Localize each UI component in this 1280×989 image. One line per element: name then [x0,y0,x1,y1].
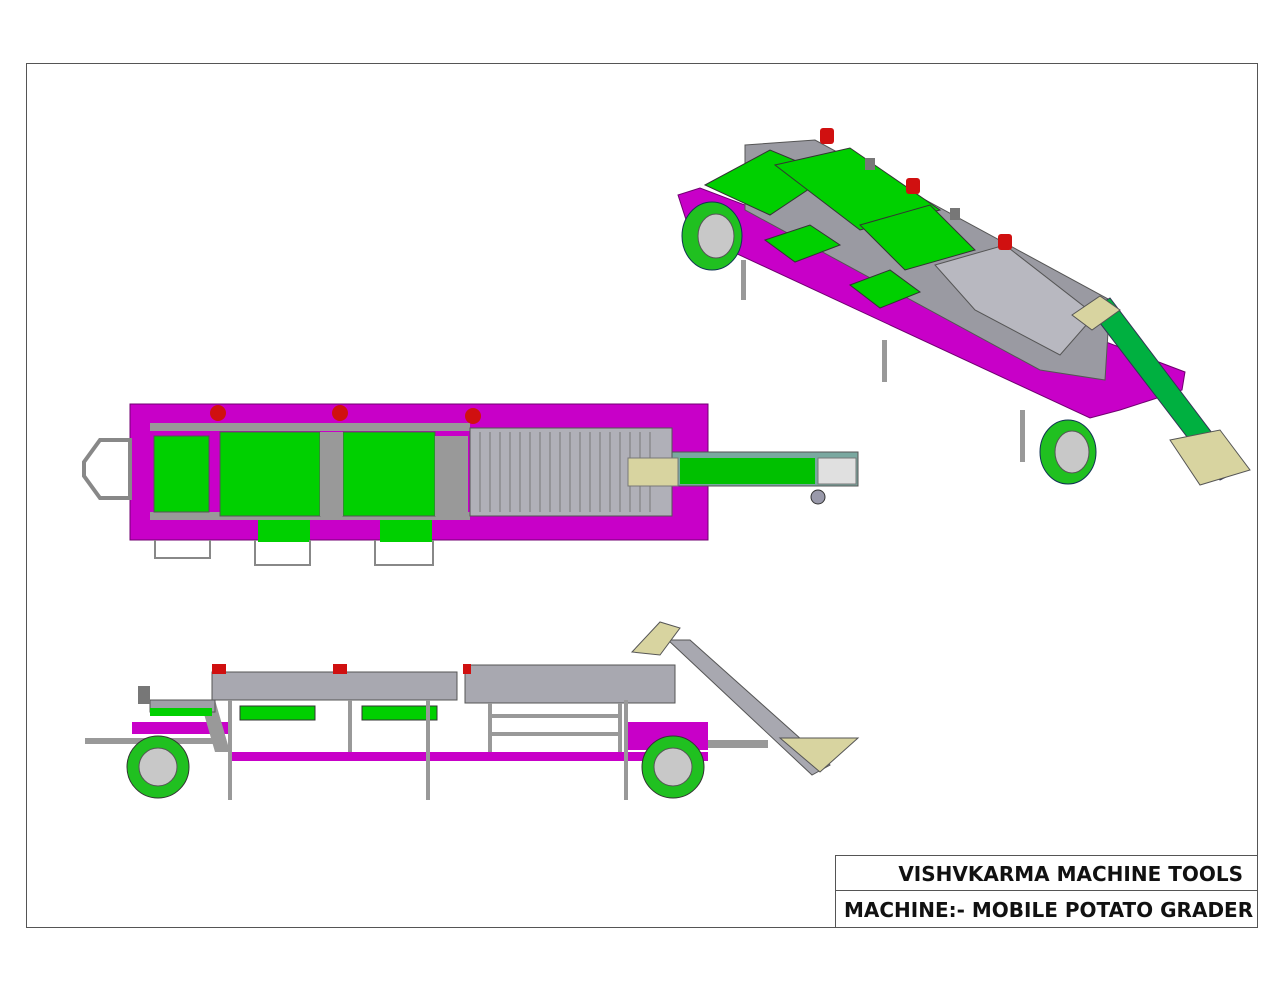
iso-belt-3 [859,204,976,271]
iso-belt-lower-2 [848,269,922,309]
side-chassis-lower [228,752,708,761]
iso-hopper-top [1071,295,1121,331]
top-view [82,403,859,566]
iso-belt-lower-1 [763,224,842,263]
top-belt-2 [219,431,321,517]
top-hopper [627,457,679,487]
title-block-company: VISHVKARMA MACHINE TOOLS [835,855,1258,891]
isometric-view [677,128,1251,486]
side-view [85,621,860,800]
top-towbar [82,438,132,500]
top-belt-3 [342,431,436,517]
top-motors [210,405,481,424]
top-belt-1 [153,435,210,513]
side-hopper-bottom [778,737,860,773]
iso-motors [820,128,1012,250]
side-motors [212,664,471,674]
drawing-border [26,63,1258,928]
side-hopper-top [630,621,681,656]
iso-belt-2 [773,147,942,231]
title-block-machine: MACHINE:- MOBILE POTATO GRADER [835,890,1258,928]
iso-hopper-bottom [1169,429,1251,486]
side-chassis-upper [132,722,232,734]
iso-roller-grid [934,244,1096,356]
